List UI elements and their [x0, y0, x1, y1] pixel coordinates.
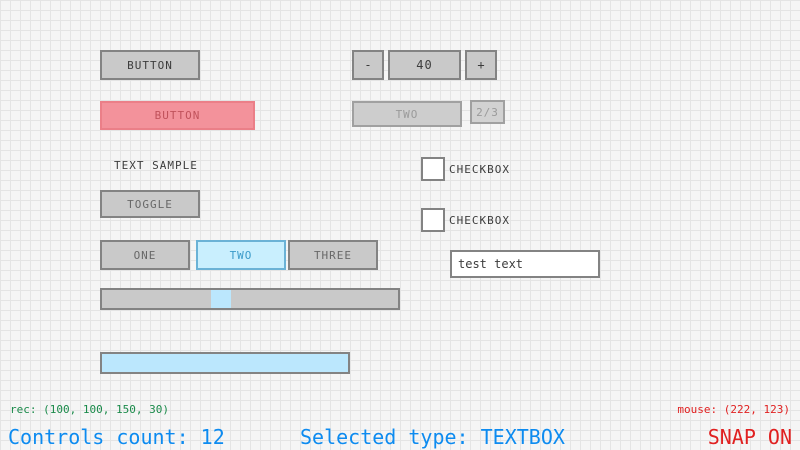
- checkbox-row-1[interactable]: CHECKBOX: [421, 157, 510, 181]
- list-view-badge-label: 2/3: [476, 105, 499, 119]
- rec-status: rec: (100, 100, 150, 30): [10, 403, 169, 416]
- checkbox-row-2[interactable]: CHECKBOX: [421, 208, 510, 232]
- text-sample-label: TEXT SAMPLE: [114, 156, 254, 174]
- toggle-group-item-one[interactable]: ONE: [100, 240, 190, 270]
- dropdown-box-label: TWO: [395, 107, 419, 121]
- toggle-group-item-two[interactable]: TWO: [196, 240, 286, 270]
- toggle-group-item-one-label: ONE: [133, 248, 157, 262]
- toggle-button-label: TOGGLE: [127, 197, 173, 211]
- text-sample-label-text: TEXT SAMPLE: [114, 158, 198, 172]
- spinner-increment-label: +: [477, 58, 485, 72]
- dropdown-box[interactable]: TWO: [352, 101, 462, 127]
- spinner[interactable]: - 40 +: [352, 50, 497, 80]
- spinner-value[interactable]: 40: [388, 50, 461, 80]
- snap-status: SNAP ON: [707, 425, 792, 449]
- mouse-status: mouse: (222, 123): [677, 403, 790, 416]
- spinner-increment-button[interactable]: +: [465, 50, 497, 80]
- progress-bar[interactable]: [100, 352, 350, 374]
- button-normal-label: BUTTON: [127, 58, 173, 72]
- checkbox-1-box[interactable]: [421, 157, 445, 181]
- spinner-decrement-label: -: [364, 58, 372, 72]
- button-selected[interactable]: BUTTON: [100, 101, 255, 130]
- button-normal[interactable]: BUTTON: [100, 50, 200, 80]
- toggle-group-item-two-label: TWO: [229, 248, 253, 262]
- spinner-decrement-button[interactable]: -: [352, 50, 384, 80]
- toggle-group-item-three-label: THREE: [313, 248, 353, 262]
- checkbox-2-box[interactable]: [421, 208, 445, 232]
- controls-count-status: Controls count: 12: [8, 425, 225, 449]
- toggle-group-item-three[interactable]: THREE: [288, 240, 378, 270]
- checkbox-1-label: CHECKBOX: [449, 162, 510, 176]
- slider[interactable]: [100, 288, 400, 310]
- slider-thumb[interactable]: [211, 290, 231, 308]
- progress-bar-fill: [102, 354, 348, 372]
- list-view-badge[interactable]: 2/3: [470, 100, 505, 124]
- toggle-button[interactable]: TOGGLE: [100, 190, 200, 218]
- textbox-value: test text: [458, 257, 524, 271]
- checkbox-2-label: CHECKBOX: [449, 213, 510, 227]
- button-selected-label: BUTTON: [154, 109, 201, 122]
- selected-type-status: Selected type: TEXTBOX: [300, 425, 565, 449]
- textbox[interactable]: test text: [450, 250, 600, 278]
- spinner-value-text: 40: [416, 58, 433, 72]
